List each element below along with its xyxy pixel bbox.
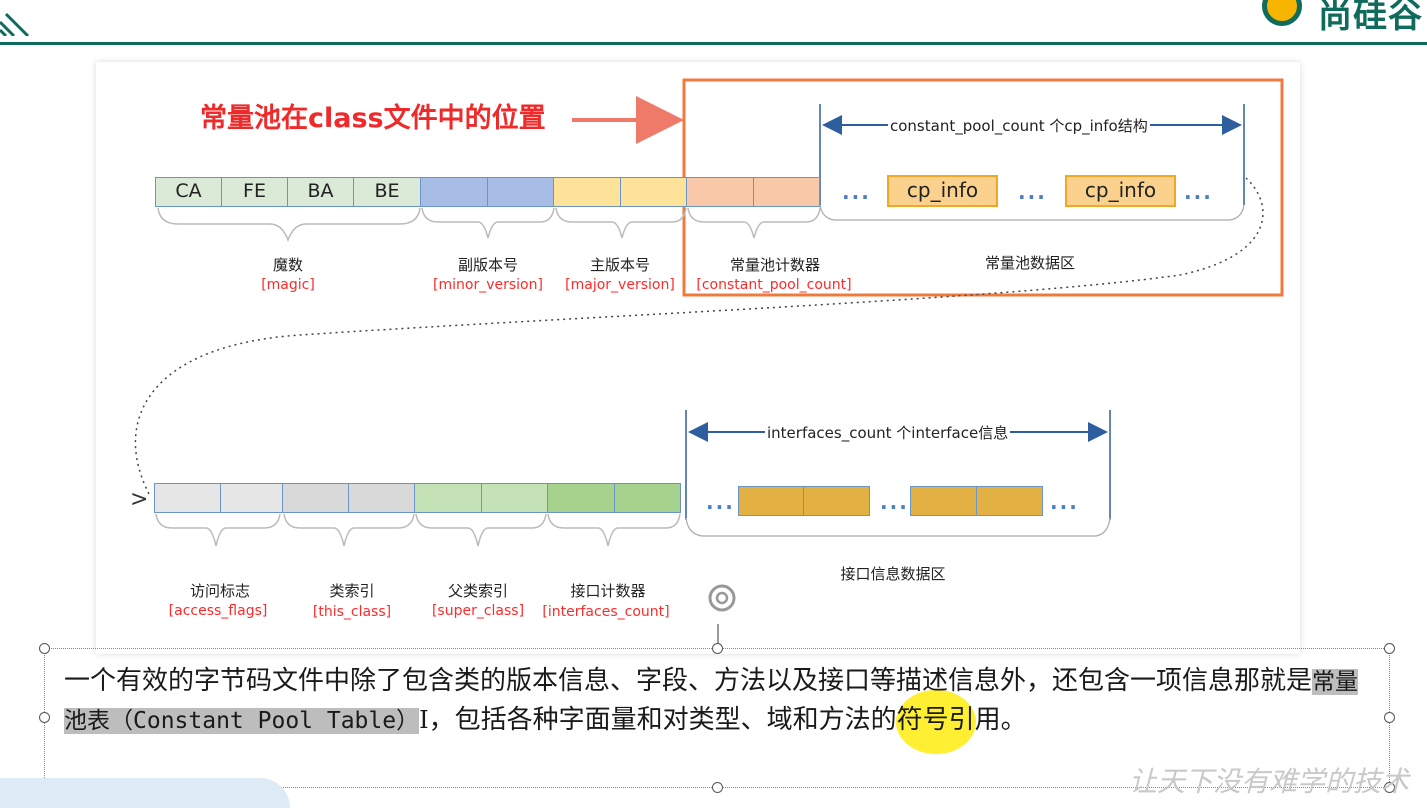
top-divider — [0, 42, 1427, 45]
cursor-highlight — [896, 690, 976, 754]
ellipsis: ... — [842, 180, 871, 204]
brace-major — [555, 207, 687, 239]
label-major-zh: 主版本号 — [589, 256, 650, 274]
brace-magic — [157, 207, 421, 243]
magic-byte-cell: BE — [353, 177, 421, 207]
brace-thisclass — [283, 513, 415, 547]
constant-pool-count-cell — [686, 177, 754, 207]
resize-handle[interactable] — [712, 782, 723, 793]
label-magic-en: [magic] — [261, 277, 315, 293]
resize-handle[interactable] — [1384, 643, 1395, 654]
magic-byte-cell: BA — [287, 177, 354, 207]
this-class-cell — [348, 483, 415, 513]
resize-handle[interactable] — [39, 712, 50, 723]
paragraph-text: 一个有效的字节码文件中除了包含类的版本信息、字段、方法以及接口等描述信息外，还包… — [64, 666, 1313, 696]
interface-info-box — [738, 486, 804, 516]
top-bar: 尚硅谷 — [0, 0, 1427, 44]
text-cursor-icon: I — [419, 706, 429, 734]
major-version-cell — [620, 177, 687, 207]
ellipsis: ... — [706, 490, 735, 514]
interfaces-count-cell — [547, 483, 615, 513]
minor-version-cell — [487, 177, 554, 207]
label-ifcount-zh: 接口计数器 — [570, 582, 646, 600]
brace-access — [155, 513, 281, 547]
rotate-handle-icon — [708, 584, 736, 612]
major-version-cell — [553, 177, 621, 207]
ellipsis: ... — [1184, 180, 1213, 204]
label-minor-zh: 副版本号 — [457, 256, 518, 274]
label-thisclass-en: [this_class] — [312, 604, 392, 620]
brace-ifcount — [547, 513, 681, 547]
resize-handle[interactable] — [712, 643, 723, 654]
ellipsis: ... — [1050, 490, 1079, 514]
constant-pool-count-cell — [753, 177, 820, 207]
resize-handle[interactable] — [1384, 712, 1395, 723]
footer-decoration — [0, 778, 290, 808]
label-access-zh: 访问标志 — [189, 582, 250, 600]
label-access-en: [access_flags] — [168, 603, 268, 619]
corner-decoration-icon — [0, 12, 30, 36]
interface-info-box — [910, 486, 977, 516]
slide-canvas — [96, 62, 1300, 654]
label-ifcount-en: [interfaces_count] — [542, 604, 670, 620]
minor-version-cell — [420, 177, 488, 207]
super-class-cell — [481, 483, 548, 513]
cp-info-box: cp_info — [887, 175, 998, 207]
interfaces-count-cell — [614, 483, 681, 513]
label-cpcount-en: [constant_pool_count] — [696, 277, 852, 293]
ellipsis: ... — [1018, 180, 1047, 204]
row-connector — [134, 177, 1264, 497]
label-superclass-zh: 父类索引 — [447, 582, 508, 600]
label-major-en: [major_version] — [565, 277, 675, 293]
brand-logo-text: 尚硅谷 — [1318, 0, 1423, 36]
brace-superclass — [415, 513, 547, 547]
interface-info-box — [976, 486, 1043, 516]
ellipsis: ... — [880, 490, 909, 514]
magic-byte-cell: CA — [155, 177, 222, 207]
svg-text:>: > — [130, 487, 148, 512]
paragraph-text: ，包括各种字面量和对类型、域和方法的符号引用。 — [428, 705, 1027, 735]
description-paragraph[interactable]: 一个有效的字节码文件中除了包含类的版本信息、字段、方法以及接口等描述信息外，还包… — [64, 662, 1374, 740]
label-thisclass-zh: 类索引 — [329, 582, 375, 600]
label-ifdata-zh: 接口信息数据区 — [840, 565, 946, 583]
this-class-cell — [282, 483, 349, 513]
access-flags-cell — [220, 483, 283, 513]
cp-range-label: constant_pool_count 个cp_info结构 — [888, 115, 1150, 136]
brace-minor — [421, 207, 555, 239]
label-cpdata-zh: 常量池数据区 — [984, 254, 1075, 272]
label-magic-zh: 魔数 — [272, 256, 303, 274]
brace-cpcount — [687, 207, 821, 239]
diagram-title: 常量池在class文件中的位置 — [200, 103, 546, 134]
super-class-cell — [414, 483, 482, 513]
if-range-label: interfaces_count 个interface信息 — [765, 422, 1011, 443]
watermark: 让天下没有难学的技术 — [1128, 765, 1409, 798]
label-superclass-en: [super_class] — [431, 603, 525, 619]
resize-handle[interactable] — [1384, 782, 1395, 793]
resize-handle[interactable] — [39, 643, 50, 654]
interface-info-box — [803, 486, 870, 516]
cp-info-box: cp_info — [1065, 175, 1176, 207]
magic-byte-cell: FE — [221, 177, 288, 207]
access-flags-cell — [154, 483, 221, 513]
label-cpcount-zh: 常量池计数器 — [729, 256, 820, 274]
label-minor-en: [minor_version] — [433, 277, 543, 293]
